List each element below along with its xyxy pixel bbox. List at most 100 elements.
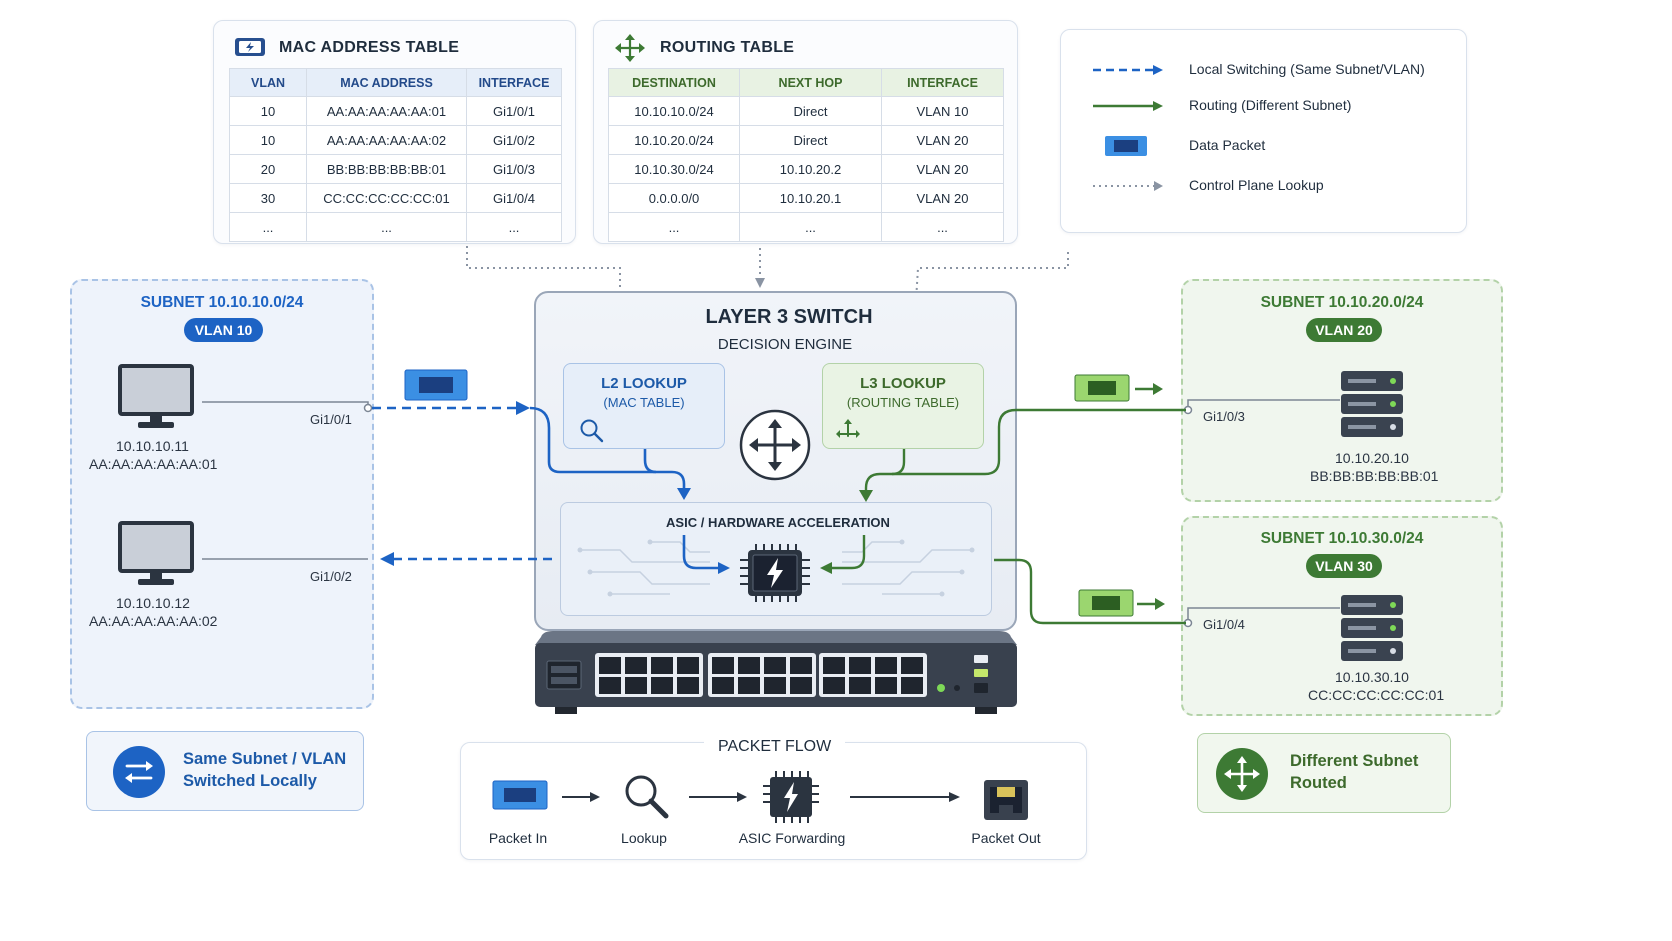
- magnifier-icon: [625, 775, 669, 819]
- different-subnet-callout: Different Subnet Routed: [1197, 733, 1451, 813]
- port-label: Gi1/0/1: [310, 412, 352, 427]
- subnet-10-zone: [70, 279, 374, 709]
- flow-arrow-icon: [562, 792, 600, 802]
- flow-step-label: Packet In: [488, 830, 548, 846]
- subnet-20-zone: [1181, 279, 1503, 502]
- callout-line-2: Switched Locally: [183, 772, 317, 790]
- switch-chassis: [535, 631, 1017, 714]
- l3-lookup-box: L3 LOOKUP (ROUTING TABLE): [822, 363, 984, 449]
- dashed-blue-arrow-icon: [1093, 65, 1163, 75]
- port-label: Gi1/0/4: [1203, 617, 1245, 632]
- callout-line-1: Different Subnet: [1290, 752, 1419, 770]
- host-mac: AA:AA:AA:AA:AA:01: [89, 456, 218, 472]
- table-cell: Gi1/0/2: [466, 125, 562, 155]
- table-header-row: DESTINATION NEXT HOP INTERFACE: [608, 68, 1004, 97]
- table-cell: VLAN 10: [881, 96, 1004, 126]
- vlan-30-badge: VLAN 30: [1306, 554, 1382, 578]
- mac-table-title: MAC ADDRESS TABLE: [279, 39, 460, 56]
- ethernet-port-icon: [984, 780, 1028, 820]
- callout-line-2: Routed: [1290, 774, 1347, 792]
- host-mac: CC:CC:CC:CC:CC:01: [1308, 687, 1445, 703]
- table-cell: ...: [608, 212, 740, 242]
- asic-chip-icon: [763, 771, 819, 823]
- table-cell: BB:BB:BB:BB:BB:01: [306, 154, 467, 184]
- port-label: Gi1/0/2: [310, 569, 352, 584]
- host-ip: 10.10.20.10: [1335, 450, 1409, 466]
- flow-arrow-icon: [689, 792, 747, 802]
- data-packet-icon: [404, 369, 468, 401]
- flow-step-label: Lookup: [621, 830, 667, 846]
- port-group: [819, 653, 927, 697]
- table-row: .........: [229, 212, 562, 242]
- route-arrows-icon: [836, 419, 860, 438]
- server-icon: [1341, 595, 1403, 661]
- dotted-gray-arrow-icon: [1093, 181, 1163, 191]
- table-cell: VLAN 20: [881, 154, 1004, 184]
- port-group: [595, 653, 703, 697]
- table-cell: Gi1/0/3: [466, 154, 562, 184]
- routing-table-panel: ROUTING TABLE DESTINATION NEXT HOP INTER…: [593, 20, 1018, 244]
- table-cell: 0.0.0.0/0: [608, 183, 740, 213]
- switch-title: LAYER 3 SWITCH: [705, 306, 873, 328]
- switch-subtitle: DECISION ENGINE: [717, 336, 853, 353]
- switch-icon: [235, 38, 265, 56]
- data-packet-icon: [1074, 374, 1130, 402]
- table-cell: ...: [306, 212, 467, 242]
- table-cell: 10: [229, 96, 307, 126]
- table-cell: 10: [229, 125, 307, 155]
- subnet-10-title: SUBNET 10.10.10.0/24: [140, 294, 304, 311]
- l2-lookup-subtitle: (MAC TABLE): [603, 395, 685, 410]
- host-mac: BB:BB:BB:BB:BB:01: [1310, 468, 1439, 484]
- table-cell: ...: [739, 212, 882, 242]
- port-label: Gi1/0/3: [1203, 409, 1245, 424]
- table-cell: 30: [229, 183, 307, 213]
- table-cell: AA:AA:AA:AA:AA:01: [306, 96, 467, 126]
- column-header: DESTINATION: [608, 68, 740, 97]
- legend-label: Routing (Different Subnet): [1189, 97, 1352, 113]
- flow-step-label: ASIC Forwarding: [738, 830, 846, 846]
- table-cell: AA:AA:AA:AA:AA:02: [306, 125, 467, 155]
- search-icon: [580, 419, 604, 443]
- same-subnet-callout: Same Subnet / VLAN Switched Locally: [86, 731, 364, 811]
- legend-panel: Local Switching (Same Subnet/VLAN) Routi…: [1060, 29, 1467, 233]
- desktop-monitor-icon: [118, 521, 194, 585]
- flow-step-label: Packet Out: [971, 830, 1041, 846]
- legend-label: Control Plane Lookup: [1189, 177, 1324, 193]
- data-packet-icon: [1078, 589, 1134, 617]
- mac-address-table-panel: MAC ADDRESS TABLE VLAN MAC ADDRESS INTER…: [213, 20, 576, 244]
- routing-table-title: ROUTING TABLE: [660, 39, 795, 56]
- table-header-row: VLAN MAC ADDRESS INTERFACE: [229, 68, 562, 97]
- green-arrow-icon: [1135, 383, 1163, 395]
- subnet-20-title: SUBNET 10.10.20.0/24: [1260, 294, 1424, 311]
- vlan-10-badge: VLAN 10: [184, 318, 263, 342]
- data-packet-icon: [492, 780, 548, 810]
- port-group: [708, 653, 816, 697]
- subnet-30-zone: [1181, 516, 1503, 716]
- route-arrows-icon: [1216, 748, 1268, 800]
- l2-lookup-title: L2 LOOKUP: [601, 375, 687, 392]
- packet-flow-title: PACKET FLOW: [704, 738, 846, 756]
- table-cell: 10.10.20.2: [739, 154, 882, 184]
- flow-arrow-icon: [850, 792, 960, 802]
- l2-lookup-box: L2 LOOKUP (MAC TABLE): [563, 363, 725, 449]
- table-cell: 20: [229, 154, 307, 184]
- asic-chip-icon: [740, 544, 810, 602]
- table-cell: Gi1/0/1: [466, 96, 562, 126]
- legend-label: Data Packet: [1189, 137, 1266, 153]
- table-cell: VLAN 20: [881, 125, 1004, 155]
- server-icon: [1341, 371, 1403, 437]
- routing-table: DESTINATION NEXT HOP INTERFACE 10.10.10.…: [608, 68, 1004, 242]
- circuit-traces: [577, 539, 975, 597]
- router-arrows-icon: [615, 34, 645, 62]
- l3-lookup-title: L3 LOOKUP: [860, 375, 946, 392]
- host-mac: AA:AA:AA:AA:AA:02: [89, 613, 218, 629]
- host-ip: 10.10.30.10: [1335, 669, 1409, 685]
